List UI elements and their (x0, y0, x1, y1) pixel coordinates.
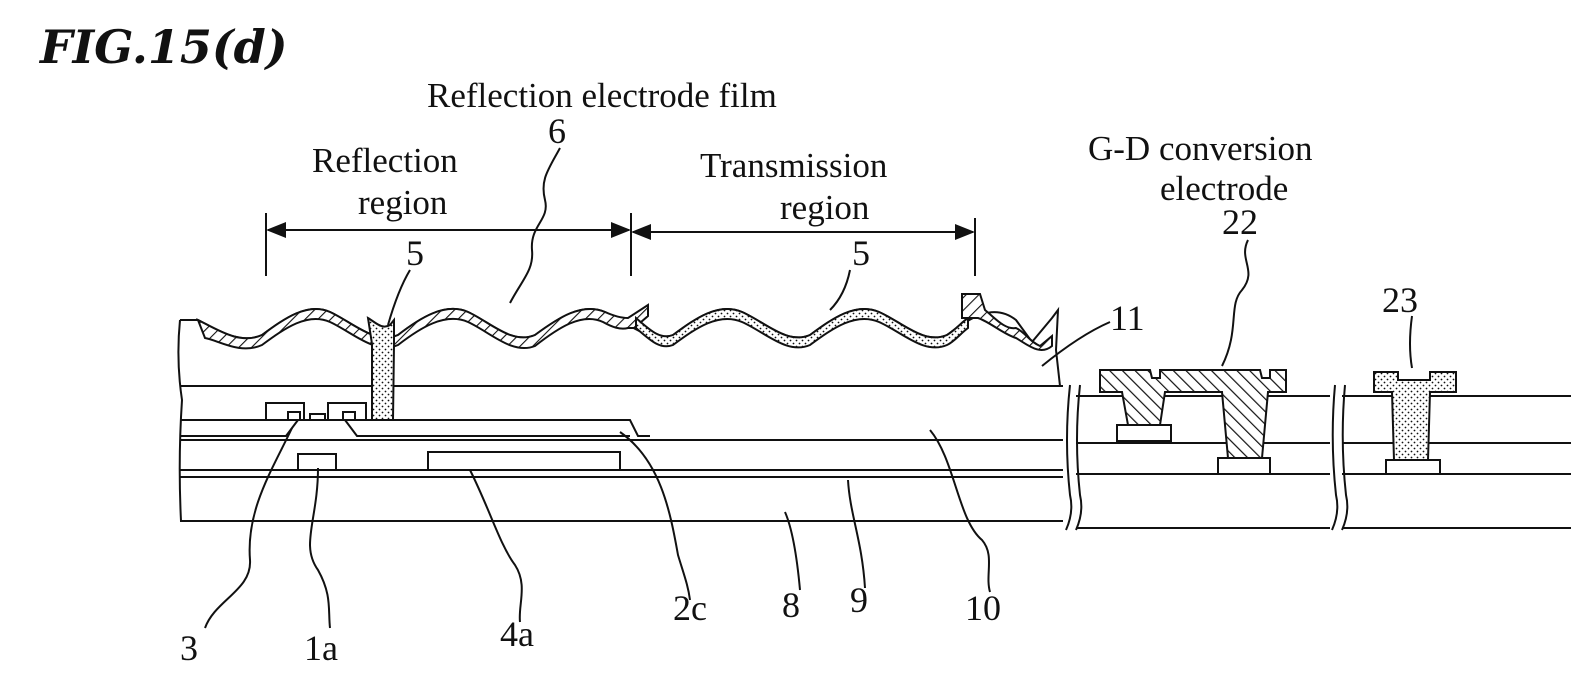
reflection-film-right-edge (962, 294, 1052, 350)
transmission-region-label-line2: region (780, 188, 869, 227)
gate-electrode-1a (298, 454, 336, 470)
ref-1a: 1a (304, 628, 338, 668)
terminal-electrode-23 (1374, 372, 1456, 460)
terminal-section-23 (1342, 372, 1571, 528)
right-break-edge-a (1066, 385, 1071, 530)
main-section (178, 294, 1081, 530)
storage-electrode-4a (428, 452, 620, 470)
ref-11: 11 (1110, 298, 1145, 338)
tft-upper-profile (180, 412, 650, 436)
ref-5-transmission: 5 (852, 233, 870, 273)
drain-electrode-2c (345, 420, 630, 436)
transmission-region-label-line1: Transmission (700, 146, 887, 185)
ref-22: 22 (1222, 202, 1258, 242)
ref-6: 6 (548, 111, 566, 151)
gd-conversion-section (1076, 370, 1347, 530)
ref-8: 8 (782, 585, 800, 625)
channel-gap (310, 414, 325, 420)
reflection-electrode-film-label: Reflection electrode film (427, 76, 777, 115)
right-break-edge-b (1076, 385, 1081, 530)
reflection-region-label-line1: Reflection (312, 141, 458, 180)
ref-2c: 2c (673, 588, 707, 628)
left-break-edge (178, 320, 182, 521)
contact-hole-electrode-5 (368, 318, 394, 420)
terminal-lower-pad (1386, 460, 1440, 474)
ref-5-reflection: 5 (406, 233, 424, 273)
gd-conversion-label-line1: G-D conversion (1088, 129, 1313, 168)
gd-conversion-electrode-22 (1100, 370, 1286, 458)
gd-lower-pad-right (1218, 458, 1270, 474)
gd-lower-pad-left (1117, 425, 1171, 441)
reflection-region-label-line2: region (358, 183, 447, 222)
tft-lower-left (180, 420, 298, 436)
ref-9: 9 (850, 580, 868, 620)
transparent-electrode-5-trans (636, 309, 968, 348)
figure-title: FIG.15(d) (38, 20, 288, 74)
ref-10: 10 (965, 588, 1001, 628)
ref-23: 23 (1382, 280, 1418, 320)
ref-4a: 4a (500, 614, 534, 654)
reflection-electrode-film-6 (198, 305, 648, 348)
ref-3: 3 (180, 628, 198, 668)
